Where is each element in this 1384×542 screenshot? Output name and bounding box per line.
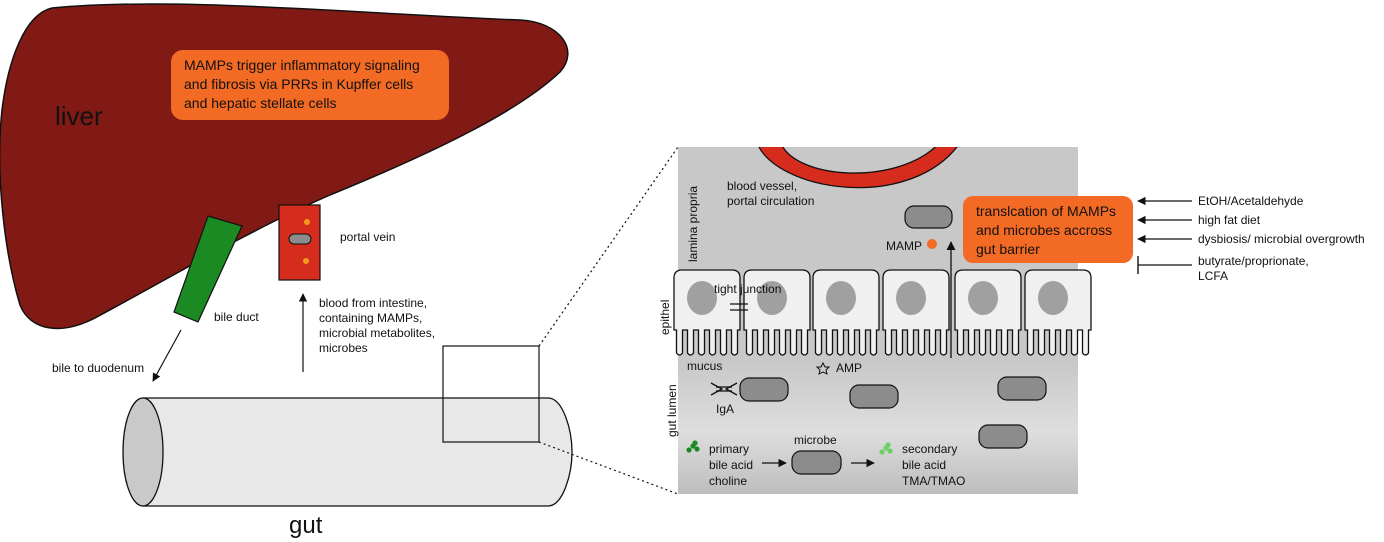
secondary-line-2: bile acid xyxy=(902,458,946,472)
gut-label: gut xyxy=(289,512,323,539)
blood-vessel xyxy=(758,147,958,189)
mucus-label: mucus xyxy=(687,359,722,373)
amp-star-icon xyxy=(815,361,831,375)
zone-label-epithel: epithel xyxy=(658,300,672,335)
mamp-label: MAMP xyxy=(886,239,922,253)
cell-nucleus xyxy=(968,281,998,315)
cell-nucleus xyxy=(757,281,787,315)
portal-vein-microbe xyxy=(288,233,312,245)
microbe-metabolism xyxy=(791,450,842,475)
translocation-line-1: translcation of MAMPs xyxy=(976,203,1116,219)
cell-nucleus xyxy=(896,281,926,315)
portal-vein-mamp-dot xyxy=(303,258,309,264)
blood-from-intestine-line-4: microbes xyxy=(319,341,368,355)
portal-vein-label: portal vein xyxy=(340,230,395,244)
translocation-callout-box xyxy=(963,196,1133,263)
liver-callout-line-2: and fibrosis via PRRs in Kupffer cells xyxy=(184,76,413,92)
iga-label: IgA xyxy=(716,402,734,416)
secondary-line-1: secondary xyxy=(902,442,957,456)
bile-duct xyxy=(173,215,243,323)
inhibitor-line-2: LCFA xyxy=(1198,269,1228,283)
zoom-connector-top xyxy=(538,146,679,347)
blood-vessel-label-line-1: blood vessel, xyxy=(727,179,797,193)
cell-nucleus xyxy=(687,281,717,315)
microbe-lumen-3 xyxy=(997,376,1047,401)
cell-nucleus xyxy=(826,281,856,315)
liver-callout-box xyxy=(171,50,449,120)
inhibitor-line-1: butyrate/proprionate, xyxy=(1198,254,1309,268)
secondary-bile-acid-icon xyxy=(879,442,893,455)
blood-from-intestine-line-1: blood from intestine, xyxy=(319,296,427,310)
translocation-line-3: gut barrier xyxy=(976,241,1040,257)
microbe-lamina-propria xyxy=(904,205,953,229)
mamp-dot xyxy=(927,239,937,249)
epithelial-cell-row xyxy=(673,269,1092,356)
factor-dysbiosis: dysbiosis/ microbial overgrowth xyxy=(1198,232,1365,246)
cell-nucleus xyxy=(1038,281,1068,315)
liver-label: liver xyxy=(55,101,103,131)
microbe-label: microbe xyxy=(794,433,837,447)
bile-to-duodenum-label: bile to duodenum xyxy=(52,361,144,375)
primary-line-1: primary xyxy=(709,442,749,456)
factor-etoh: EtOH/Acetaldehyde xyxy=(1198,194,1304,208)
secondary-line-3: TMA/TMAO xyxy=(902,474,965,488)
bile-to-duodenum-arrow xyxy=(152,329,182,382)
primary-line-2: bile acid xyxy=(709,458,753,472)
tight-junction-label: tight junction xyxy=(714,282,781,296)
factor-high-fat-diet: high fat diet xyxy=(1198,213,1261,227)
primary-line-3: choline xyxy=(709,474,747,488)
microbe-lumen-1 xyxy=(739,377,789,402)
zoom-region-box xyxy=(442,345,540,443)
gut-tube-body xyxy=(142,397,573,507)
zone-label-lamina-propria: lamina propria xyxy=(686,186,700,262)
iga-icon xyxy=(710,382,738,396)
zone-label-gut-lumen: gut lumen xyxy=(665,384,679,437)
liver-callout-line-3: and hepatic stellate cells xyxy=(184,95,337,111)
microbe-lumen-4 xyxy=(978,424,1028,449)
portal-vein-mamp-dot xyxy=(304,219,310,225)
translocation-line-2: and microbes accross xyxy=(976,222,1112,238)
amp-label: AMP xyxy=(836,361,862,375)
liver-callout-line-1: MAMPs trigger inflammatory signaling xyxy=(184,57,420,73)
blood-from-intestine-line-2: containing MAMPs, xyxy=(319,311,422,325)
blood-from-intestine-line-3: microbial metabolites, xyxy=(319,326,435,340)
gut-tube-opening xyxy=(122,397,164,507)
bile-duct-label: bile duct xyxy=(214,310,259,324)
portal-vein xyxy=(278,204,321,281)
microbe-lumen-2 xyxy=(849,384,899,409)
blood-vessel-label-line-2: portal circulation xyxy=(727,194,814,208)
primary-bile-acid-icon xyxy=(686,440,700,453)
